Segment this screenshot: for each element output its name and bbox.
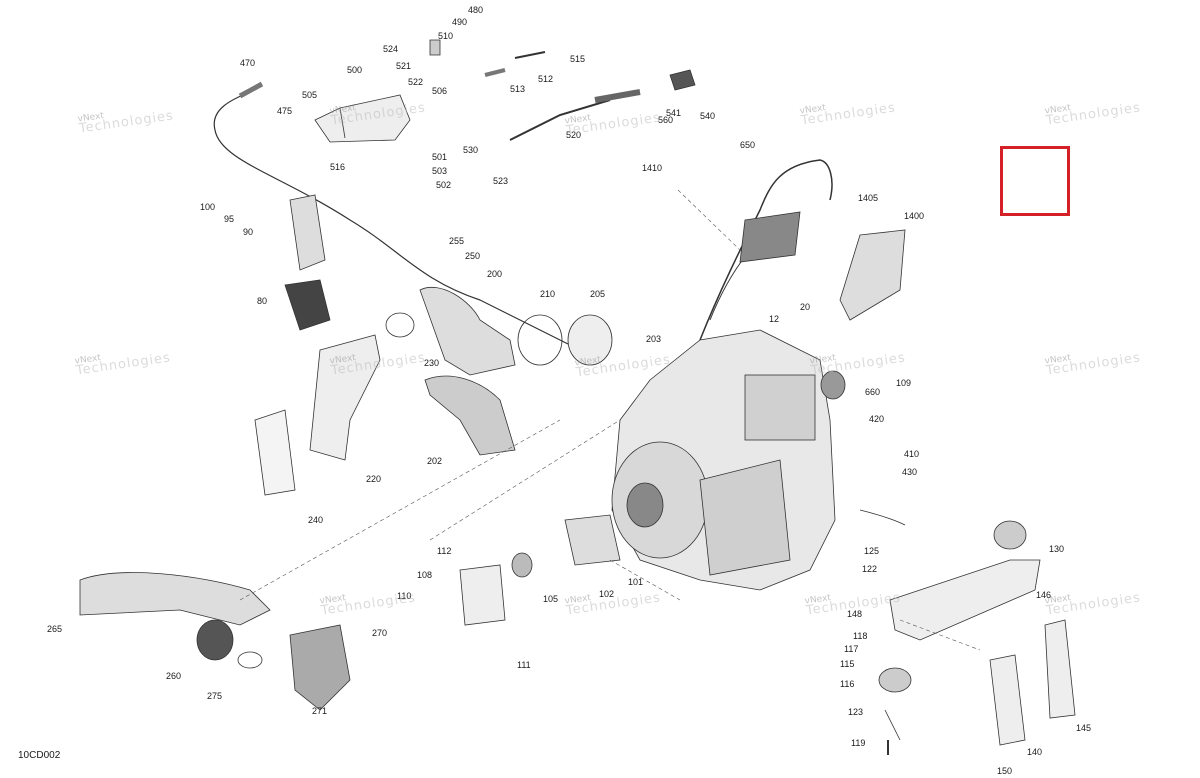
callout-210[interactable]: 210 <box>540 289 556 299</box>
callout-80[interactable]: 80 <box>257 296 268 306</box>
callout-123[interactable]: 123 <box>848 707 864 717</box>
callout-540[interactable]: 540 <box>700 111 716 121</box>
callout-260[interactable]: 260 <box>166 671 182 681</box>
callout-220[interactable]: 220 <box>366 474 382 484</box>
callout-475[interactable]: 475 <box>277 106 293 116</box>
callout-109[interactable]: 109 <box>896 378 912 388</box>
callout-510[interactable]: 510 <box>438 31 454 41</box>
callout-117[interactable]: 117 <box>844 644 859 654</box>
callout-145[interactable]: 145 <box>1076 723 1092 733</box>
callout-90[interactable]: 90 <box>243 227 254 237</box>
callout-100[interactable]: 100 <box>200 202 216 212</box>
callout-523[interactable]: 523 <box>493 176 509 186</box>
callout-265[interactable]: 265 <box>47 624 63 634</box>
callout-146[interactable]: 146 <box>1036 590 1052 600</box>
callout-118[interactable]: 118 <box>853 631 868 641</box>
callout-512[interactable]: 512 <box>538 74 554 84</box>
callout-1405[interactable]: 1405 <box>858 193 879 203</box>
callout-470[interactable]: 470 <box>240 58 256 68</box>
callout-255[interactable]: 255 <box>449 236 465 246</box>
callout-660[interactable]: 660 <box>865 387 881 397</box>
diagram-code: 10CD002 <box>18 750 61 761</box>
callout-524[interactable]: 524 <box>383 44 399 54</box>
callout-490[interactable]: 490 <box>452 17 468 27</box>
callout-430[interactable]: 430 <box>902 467 918 477</box>
callout-122[interactable]: 122 <box>862 564 878 574</box>
callout-500[interactable]: 500 <box>347 65 363 75</box>
callout-205[interactable]: 205 <box>590 289 606 299</box>
callout-530[interactable]: 530 <box>463 145 479 155</box>
callout-111[interactable]: 111 <box>517 660 531 670</box>
highlight-box[interactable] <box>1000 146 1070 216</box>
callout-522[interactable]: 522 <box>408 77 424 87</box>
callout-230[interactable]: 230 <box>424 358 440 368</box>
callout-202[interactable]: 202 <box>427 456 443 466</box>
callout-502[interactable]: 502 <box>436 180 452 190</box>
callout-116[interactable]: 116 <box>840 679 855 689</box>
callout-125[interactable]: 125 <box>864 546 880 556</box>
callout-270[interactable]: 270 <box>372 628 388 638</box>
callout-148[interactable]: 148 <box>847 609 863 619</box>
callout-271[interactable]: 271 <box>312 706 328 716</box>
callout-105[interactable]: 105 <box>543 594 559 604</box>
callout-520[interactable]: 520 <box>566 130 582 140</box>
callout-95[interactable]: 95 <box>224 214 235 224</box>
callout-102[interactable]: 102 <box>599 589 615 599</box>
callout-150[interactable]: 150 <box>997 766 1013 776</box>
callout-108[interactable]: 108 <box>417 570 433 580</box>
callout-513[interactable]: 513 <box>510 84 526 94</box>
callout-250[interactable]: 250 <box>465 251 481 261</box>
callout-521[interactable]: 521 <box>396 61 412 71</box>
callout-420[interactable]: 420 <box>869 414 885 424</box>
callout-20[interactable]: 20 <box>800 302 811 312</box>
callout-410[interactable]: 410 <box>904 449 920 459</box>
callout-480[interactable]: 480 <box>468 5 484 15</box>
callout-650[interactable]: 650 <box>740 140 756 150</box>
callout-275[interactable]: 275 <box>207 691 223 701</box>
callout-1400[interactable]: 1400 <box>904 211 925 221</box>
callout-560[interactable]: 560 <box>658 115 674 125</box>
callout-101[interactable]: 101 <box>628 577 644 587</box>
callout-240[interactable]: 240 <box>308 515 324 525</box>
callout-130[interactable]: 130 <box>1049 544 1065 554</box>
callout-112[interactable]: 112 <box>437 546 452 556</box>
callout-503[interactable]: 503 <box>432 166 448 176</box>
callout-119[interactable]: 119 <box>851 738 866 748</box>
callout-12[interactable]: 12 <box>769 314 780 324</box>
callout-501[interactable]: 501 <box>432 152 448 162</box>
callout-200[interactable]: 200 <box>487 269 503 279</box>
callout-110[interactable]: 110 <box>397 591 412 601</box>
callout-505[interactable]: 505 <box>302 90 318 100</box>
callout-515[interactable]: 515 <box>570 54 586 64</box>
callout-115[interactable]: 115 <box>840 659 855 669</box>
callout-541[interactable]: 541 <box>666 108 682 118</box>
callout-516[interactable]: 516 <box>330 162 346 172</box>
callout-140[interactable]: 140 <box>1027 747 1043 757</box>
callout-506[interactable]: 506 <box>432 86 448 96</box>
callout-1410[interactable]: 1410 <box>642 163 663 173</box>
callout-203[interactable]: 203 <box>646 334 662 344</box>
